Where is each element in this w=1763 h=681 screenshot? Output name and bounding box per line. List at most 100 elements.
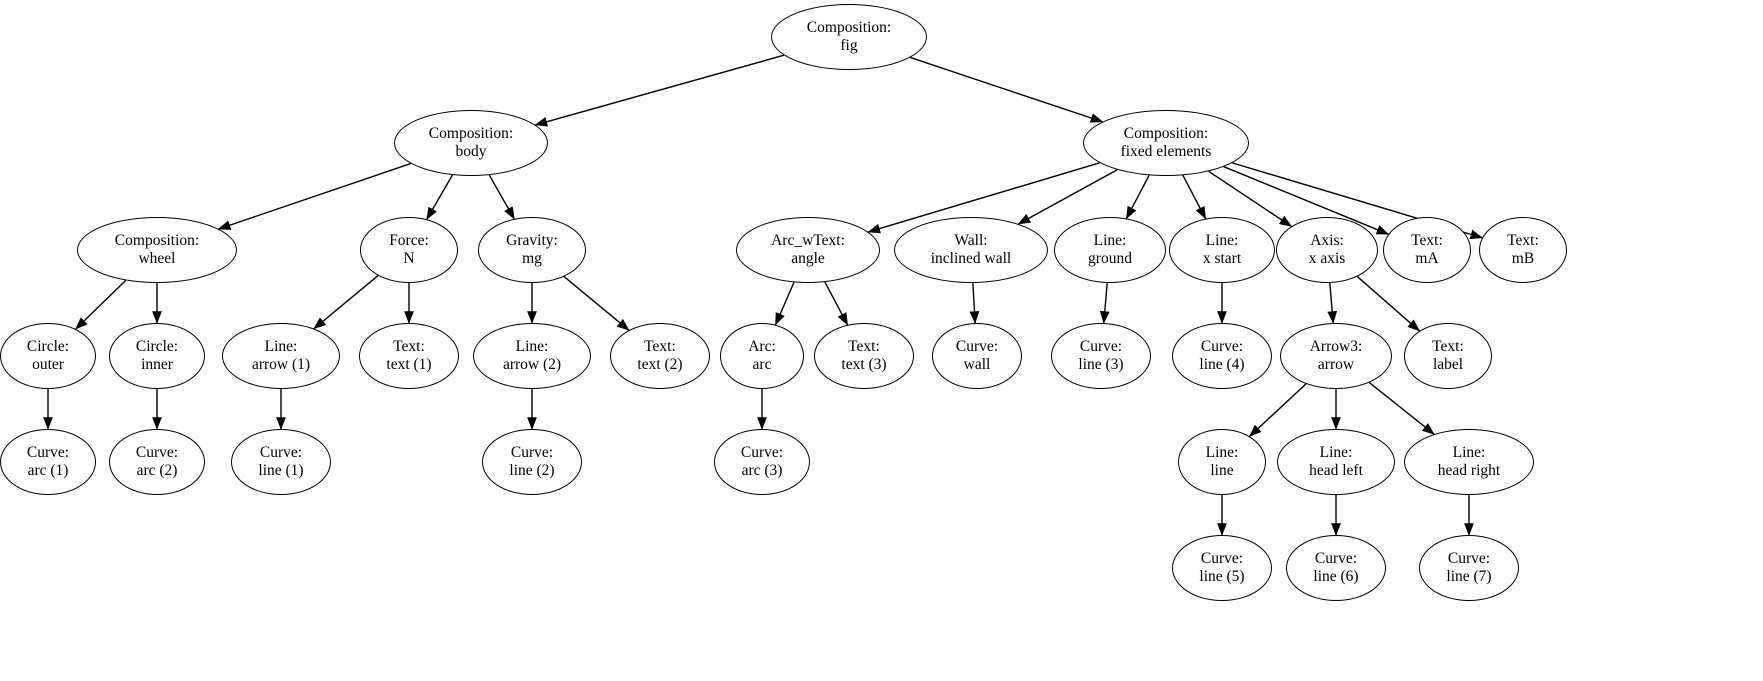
node-type-label: Line: (1452, 444, 1486, 462)
graph-node-arrow3[interactable]: Arrow3:arrow (1280, 323, 1392, 389)
node-name-label: arrow (2) (502, 356, 562, 373)
node-name-label: text (3) (841, 356, 887, 373)
graph-edge-fig-to-body (534, 54, 785, 127)
node-type-label: Arc: (748, 338, 776, 356)
graph-node-arcwtext[interactable]: Arc_wText:angle (736, 217, 880, 283)
graph-node-line1[interactable]: Curve:line (1) (231, 429, 331, 495)
graph-node-mA[interactable]: Text:mA (1383, 217, 1471, 283)
node-type-label: Curve: (259, 444, 303, 462)
graph-node-body[interactable]: Composition:body (394, 110, 548, 176)
graph-node-lineline[interactable]: Line:line (1178, 429, 1266, 495)
graph-edge-body-to-forceN (426, 174, 454, 220)
graph-edge-fixed-to-ground (1125, 174, 1150, 220)
graph-node-mB[interactable]: Text:mB (1479, 217, 1567, 283)
node-type-label: Line: (1093, 232, 1127, 250)
graph-node-ground[interactable]: Line:ground (1054, 217, 1166, 283)
graph-edge-body-to-wheel (217, 162, 411, 230)
graph-edge-fixed-to-wall (1017, 169, 1118, 225)
graph-node-arc1[interactable]: Curve:arc (1) (0, 429, 96, 495)
node-type-label: Line: (1205, 444, 1239, 462)
node-name-label: line (1) (258, 462, 304, 479)
node-type-label: Text: (1432, 338, 1464, 356)
graph-node-label[interactable]: Text:label (1404, 323, 1492, 389)
node-name-label: head left (1309, 462, 1363, 479)
graph-node-line7[interactable]: Curve:line (7) (1419, 535, 1519, 601)
graph-node-line6[interactable]: Curve:line (6) (1286, 535, 1386, 601)
node-type-label: Curve: (26, 444, 70, 462)
graph-node-arrow2[interactable]: Line:arrow (2) (473, 323, 591, 389)
graph-node-headright[interactable]: Line:head right (1404, 429, 1534, 495)
node-name-label: body (455, 143, 487, 160)
node-name-label: angle (791, 250, 825, 267)
node-name-label: line (4) (1199, 356, 1245, 373)
graph-node-outer[interactable]: Circle:outer (0, 323, 96, 389)
node-type-label: Text: (848, 338, 880, 356)
graph-node-arc[interactable]: Arc:arc (720, 323, 804, 389)
node-name-label: arrow (1317, 356, 1355, 373)
node-type-label: Line: (515, 338, 549, 356)
node-name-label: line (7) (1446, 568, 1492, 585)
node-type-label: Circle: (135, 338, 179, 356)
node-type-label: Text: (644, 338, 676, 356)
graph-node-fig[interactable]: Composition:fig (771, 4, 927, 70)
graph-edge-wall-to-curvewall (969, 282, 980, 324)
graph-node-text2[interactable]: Text:text (2) (610, 323, 710, 389)
node-type-label: Curve: (740, 444, 784, 462)
node-type-label: Curve: (955, 338, 999, 356)
graph-node-line4[interactable]: Curve:line (4) (1172, 323, 1272, 389)
graph-node-text1[interactable]: Text:text (1) (359, 323, 459, 389)
graph-edge-xaxis-to-arrow3 (1327, 282, 1338, 324)
node-type-label: Curve: (1200, 550, 1244, 568)
graph-node-line2[interactable]: Curve:line (2) (482, 429, 582, 495)
node-type-label: Line: (1319, 444, 1353, 462)
node-type-label: Composition: (1123, 125, 1209, 143)
graph-edge-ground-to-line3 (1099, 282, 1110, 324)
node-type-label: Composition: (114, 232, 200, 250)
graph-node-headleft[interactable]: Line:head left (1277, 429, 1395, 495)
node-name-label: text (1) (386, 356, 432, 373)
graph-edge-arrow3-to-headright (1368, 381, 1435, 435)
node-name-label: inclined wall (930, 250, 1012, 267)
node-name-label: ground (1088, 250, 1132, 267)
graph-node-xstart[interactable]: Line:x start (1169, 217, 1275, 283)
graph-node-gravity[interactable]: Gravity:mg (478, 217, 586, 283)
node-type-label: Text: (1507, 232, 1539, 250)
node-type-label: Curve: (1079, 338, 1123, 356)
node-type-label: Composition: (428, 125, 514, 143)
graph-node-arc3[interactable]: Curve:arc (3) (714, 429, 810, 495)
node-type-label: Composition: (806, 19, 892, 37)
graph-node-fixed[interactable]: Composition:fixed elements (1083, 110, 1249, 176)
node-type-label: Curve: (1314, 550, 1358, 568)
node-name-label: outer (32, 356, 64, 373)
node-name-label: arrow (1) (251, 356, 311, 373)
graph-node-wheel[interactable]: Composition:wheel (77, 217, 237, 283)
graph-edge-arcwtext-to-text3 (824, 281, 849, 326)
node-name-label: fig (840, 37, 858, 54)
graph-node-arrow1[interactable]: Line:arrow (1) (222, 323, 340, 389)
node-name-label: wall (963, 356, 991, 373)
graph-node-inner[interactable]: Circle:inner (109, 323, 205, 389)
graph-node-line5[interactable]: Curve:line (5) (1172, 535, 1272, 601)
node-type-label: Axis: (1310, 232, 1344, 250)
node-name-label: label (1432, 356, 1464, 373)
graph-edge-gravity-to-text2 (563, 276, 630, 331)
node-name-label: line (2) (509, 462, 555, 479)
graph-node-wall[interactable]: Wall:inclined wall (894, 217, 1048, 283)
node-type-label: Gravity: (506, 232, 558, 250)
node-type-label: Curve: (135, 444, 179, 462)
node-name-label: N (403, 250, 415, 267)
node-type-label: Circle: (26, 338, 70, 356)
node-name-label: fixed elements (1120, 143, 1212, 160)
graph-node-curvewall[interactable]: Curve:wall (932, 323, 1022, 389)
graph-node-forceN[interactable]: Force:N (360, 217, 458, 283)
graph-node-text3[interactable]: Text:text (3) (814, 323, 914, 389)
graph-edge-wheel-to-outer (75, 279, 127, 330)
node-type-label: Line: (264, 338, 298, 356)
node-name-label: arc (1) (27, 462, 69, 479)
node-name-label: inner (141, 356, 173, 373)
node-name-label: x axis (1308, 250, 1346, 267)
graph-node-line3[interactable]: Curve:line (3) (1051, 323, 1151, 389)
graph-node-xaxis[interactable]: Axis:x axis (1276, 217, 1378, 283)
graph-node-arc2[interactable]: Curve:arc (2) (109, 429, 205, 495)
